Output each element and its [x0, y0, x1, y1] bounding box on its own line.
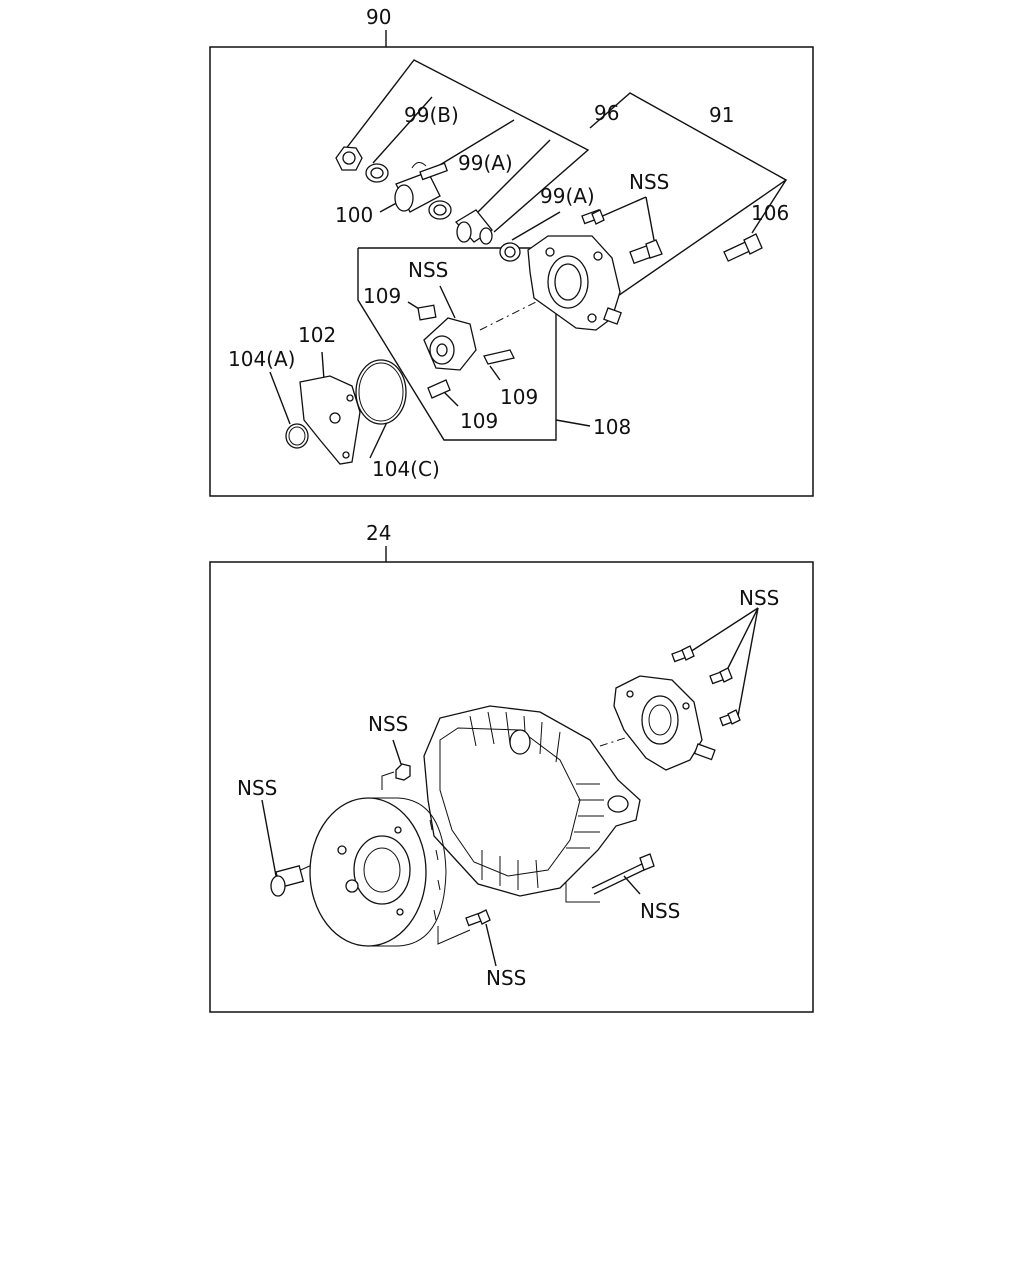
label-nss-2: NSS [408, 258, 448, 282]
rear-housing [423, 705, 641, 897]
callout-24: 24 [366, 521, 391, 545]
label-100: 100 [335, 203, 373, 227]
bolt-nss-2 [629, 239, 663, 265]
label-102: 102 [298, 323, 336, 347]
bottom-panel-frame [209, 561, 814, 1013]
screw-nss-mid [709, 667, 733, 685]
washer-99a-2 [499, 242, 521, 262]
brush-109-parts [417, 304, 515, 399]
bushing-96 [454, 209, 493, 245]
label-nss-c: NSS [237, 776, 277, 800]
label-104c: 104(C) [372, 457, 440, 481]
front-pulley [309, 797, 447, 947]
callout-90: 90 [366, 5, 391, 29]
label-96: 96 [594, 101, 619, 125]
label-99a-1: 99(A) [458, 151, 513, 175]
bottom-panel: 24 [209, 521, 814, 1013]
rear-bracket [613, 675, 716, 771]
pin-nss [270, 864, 305, 897]
label-nss-1: NSS [629, 170, 669, 194]
plate-102 [299, 375, 361, 465]
brush-holder-108 [423, 317, 477, 371]
o-ring-104a [285, 423, 309, 449]
o-ring-104c [355, 359, 407, 425]
label-108: 108 [593, 415, 631, 439]
label-109-1: 109 [363, 284, 401, 308]
bracket-91 [527, 235, 622, 331]
long-bolt-nss [591, 853, 655, 895]
label-99b: 99(B) [404, 103, 459, 127]
spacer-100 [394, 162, 449, 213]
label-104a: 104(A) [228, 347, 295, 371]
label-nss-a: NSS [739, 586, 779, 610]
screw-nss-low [719, 709, 741, 727]
nut-nss [395, 763, 411, 781]
nut-part [335, 146, 363, 171]
top-panel-frame [209, 46, 814, 497]
label-109-2: 109 [500, 385, 538, 409]
label-99a-2: 99(A) [540, 184, 595, 208]
label-91: 91 [709, 103, 734, 127]
label-nss-d: NSS [640, 899, 680, 923]
washer-99b [365, 163, 389, 183]
label-106: 106 [751, 201, 789, 225]
washer-99a-1 [428, 200, 452, 220]
label-nss-e: NSS [486, 966, 526, 990]
screw-nss-top [671, 645, 695, 663]
label-109-3: 109 [460, 409, 498, 433]
bolt-106 [723, 233, 763, 262]
label-nss-b: NSS [368, 712, 408, 736]
top-panel: 90 [209, 5, 814, 497]
short-bolt-nss [465, 909, 491, 927]
bolt-nss-1 [581, 209, 605, 225]
